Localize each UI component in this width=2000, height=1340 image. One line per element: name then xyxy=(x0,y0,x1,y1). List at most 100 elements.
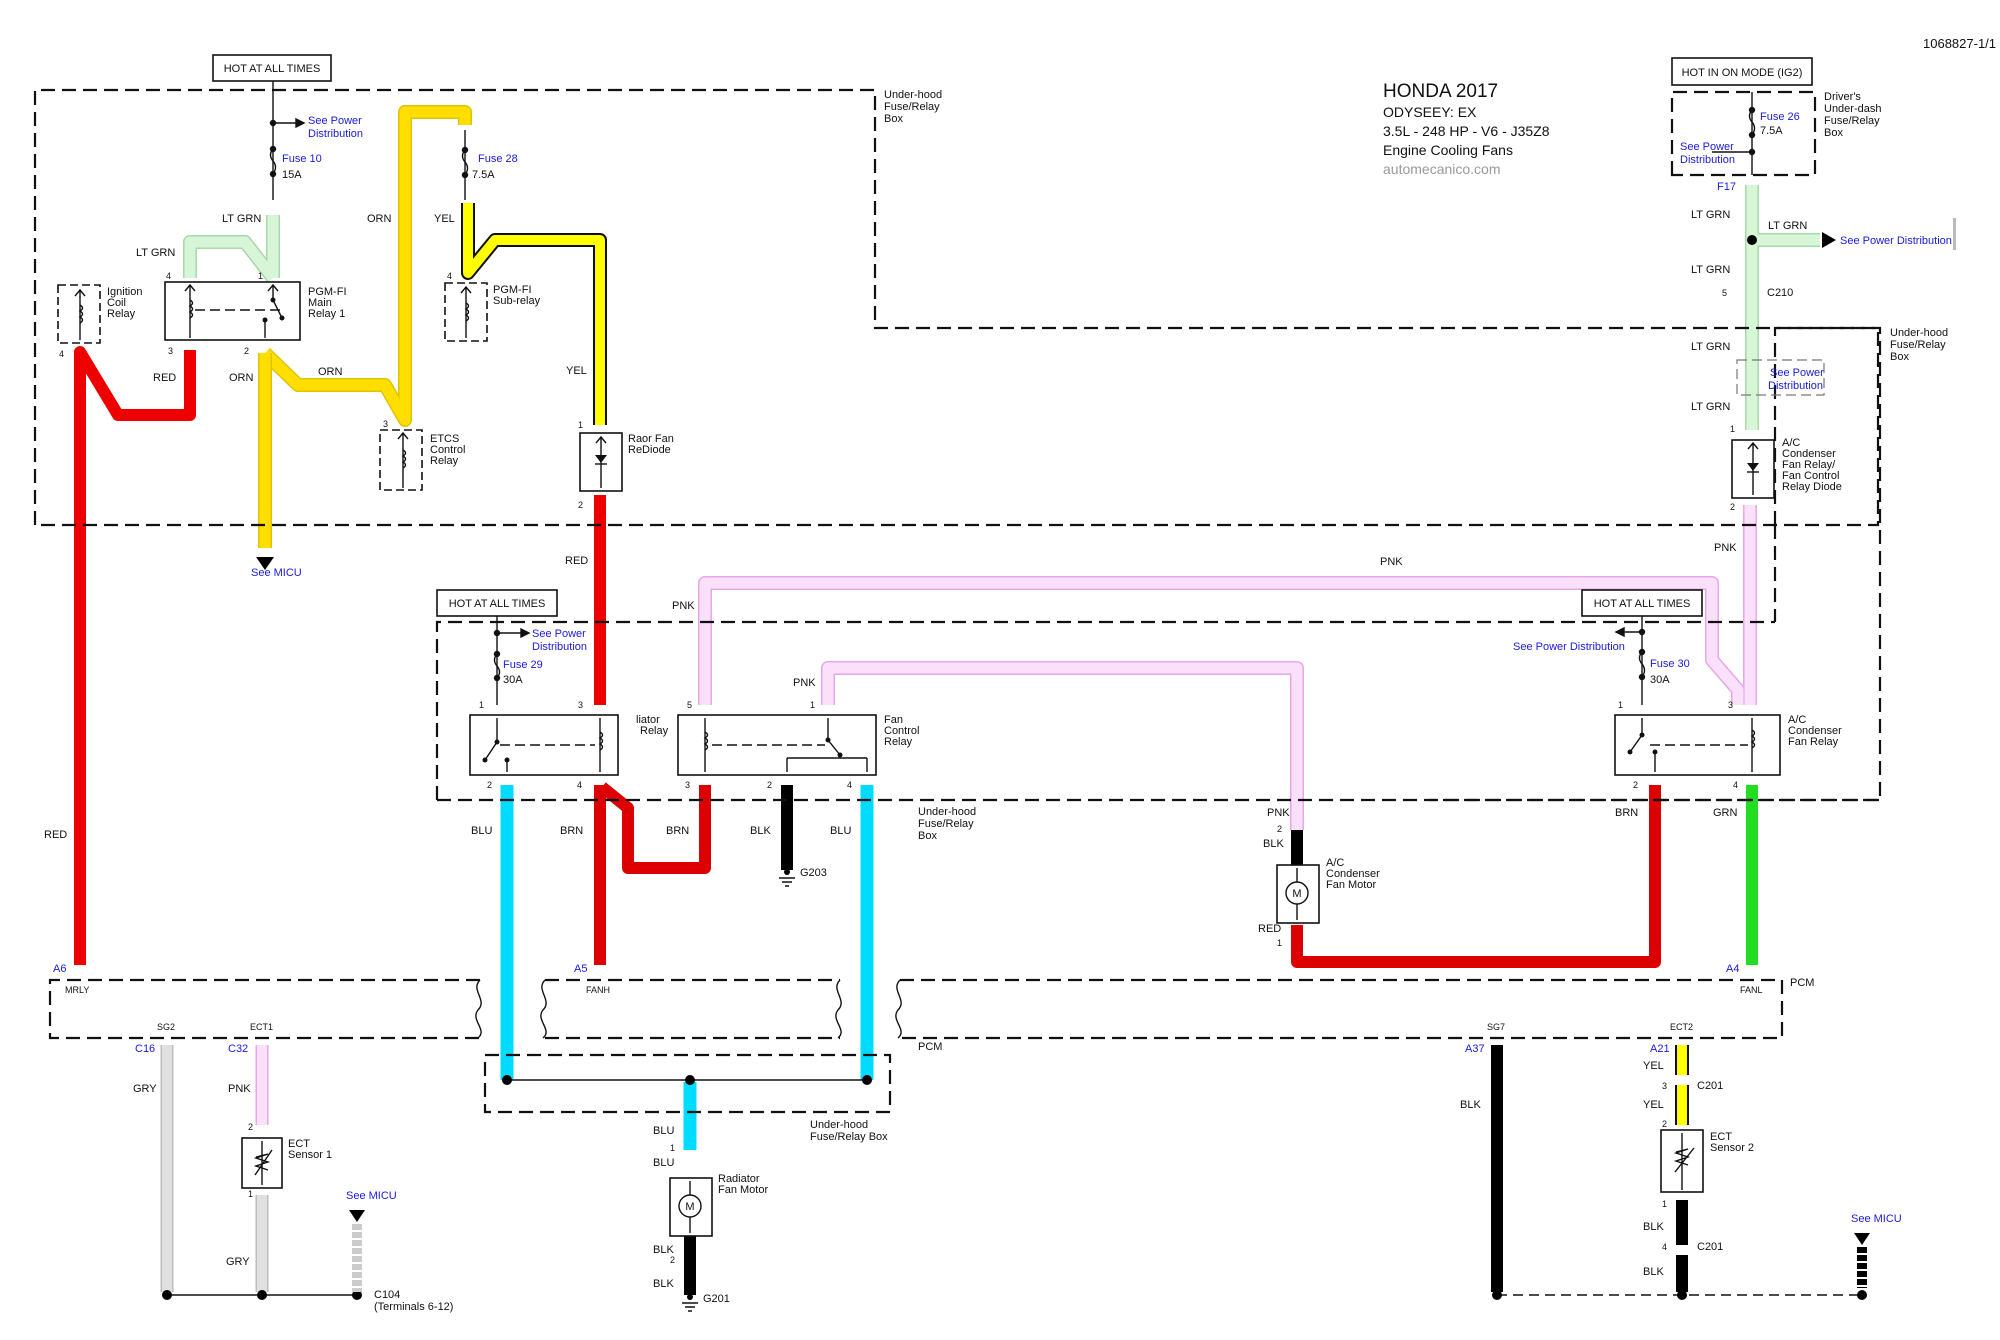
hot-at-all-times-box-2: HOT AT ALL TIMES xyxy=(436,589,558,617)
svg-text:G201: G201 xyxy=(703,1293,730,1305)
vehicle-make-year: HONDA 2017 xyxy=(1383,81,1498,102)
see-micu-arrow-icon-3 xyxy=(1854,1233,1870,1288)
svg-text:MRLY: MRLY xyxy=(65,985,89,995)
enclosure-underhood-2: Under-hood Fuse/Relay Box xyxy=(435,525,1880,842)
fuse-10-rating: 15A xyxy=(282,169,302,181)
svg-text:BLK: BLK xyxy=(750,825,771,837)
see-micu-arrow-icon-2 xyxy=(349,1210,365,1292)
svg-text:FANL: FANL xyxy=(1740,985,1763,995)
see-power-dist-dashbox xyxy=(1736,359,1825,396)
svg-text:1: 1 xyxy=(578,420,583,430)
see-power-distribution-link-3[interactable]: See Power Distribution xyxy=(1513,641,1625,653)
see-power-distribution-link-5[interactable]: See Power Distribution xyxy=(1840,235,1952,247)
svg-text:4: 4 xyxy=(847,780,852,790)
svg-text:5: 5 xyxy=(687,700,692,710)
wire-orn xyxy=(258,105,472,548)
ground-g201-icon xyxy=(682,1294,698,1312)
svg-text:Under-hood: Under-hood xyxy=(884,89,942,101)
svg-text:SG7: SG7 xyxy=(1487,1022,1505,1032)
arrow-right-icon xyxy=(1822,232,1836,248)
svg-text:BLK: BLK xyxy=(1263,838,1284,850)
fuse-30-rating: 30A xyxy=(1650,674,1670,686)
svg-text:2: 2 xyxy=(767,780,772,790)
svg-text:YEL: YEL xyxy=(566,365,587,377)
svg-text:HOT IN ON MODE (IG2): HOT IN ON MODE (IG2) xyxy=(1682,67,1803,79)
fuse-30-icon xyxy=(1638,651,1646,678)
svg-text:BLU: BLU xyxy=(653,1125,674,1137)
svg-text:GRY: GRY xyxy=(226,1256,250,1268)
svg-text:2: 2 xyxy=(1662,1119,1667,1129)
svg-text:YEL: YEL xyxy=(1643,1099,1664,1111)
svg-text:RED: RED xyxy=(44,829,67,841)
svg-text:Box: Box xyxy=(918,830,937,842)
wire-lt-grn-main xyxy=(183,215,280,283)
svg-text:Box: Box xyxy=(1890,351,1909,363)
svg-text:3: 3 xyxy=(1662,1081,1667,1091)
motor-icon: M xyxy=(685,1201,694,1213)
svg-text:Box: Box xyxy=(1824,127,1843,139)
svg-text:PNK: PNK xyxy=(1380,556,1403,568)
svg-text:C201: C201 xyxy=(1697,1241,1723,1253)
svg-text:1: 1 xyxy=(1618,700,1623,710)
svg-text:1: 1 xyxy=(479,700,484,710)
svg-text:BRN: BRN xyxy=(1615,807,1638,819)
svg-text:BLK: BLK xyxy=(653,1278,674,1290)
svg-text:LT GRN: LT GRN xyxy=(222,213,261,225)
svg-text:Box: Box xyxy=(884,113,903,125)
svg-text:ORN: ORN xyxy=(367,213,392,225)
svg-text:2: 2 xyxy=(248,1122,253,1132)
watermark: automecanico.com xyxy=(1383,161,1501,177)
scroll-marker xyxy=(1953,218,1956,250)
enclosure-pcm: PCM PCM xyxy=(48,977,1814,1053)
see-micu-link-1[interactable]: See MICU xyxy=(251,567,302,579)
svg-text:5: 5 xyxy=(1722,288,1727,298)
svg-text:GRN: GRN xyxy=(1713,807,1738,819)
wire-red-mrly xyxy=(74,346,196,965)
wire-yel xyxy=(461,203,607,425)
ground-bus-bottom xyxy=(162,1075,1867,1300)
svg-text:1: 1 xyxy=(810,700,815,710)
fuse-10-label: Fuse 10 xyxy=(282,153,322,165)
svg-text:BLU: BLU xyxy=(830,825,851,837)
document-id: 1068827-1/1 xyxy=(1923,36,1996,51)
svg-text:Fuse/Relay: Fuse/Relay xyxy=(884,101,940,113)
svg-text:GRY: GRY xyxy=(133,1083,157,1095)
see-micu-link-2[interactable]: See MICU xyxy=(346,1190,397,1202)
svg-text:BLK: BLK xyxy=(1643,1221,1664,1233)
see-micu-link-3[interactable]: See MICU xyxy=(1851,1213,1902,1225)
svg-text:HOT AT ALL TIMES: HOT AT ALL TIMES xyxy=(449,598,546,610)
fuse-10-circuit xyxy=(269,81,306,200)
svg-text:1: 1 xyxy=(1277,938,1282,948)
fuse-29-rating: 30A xyxy=(503,674,523,686)
svg-text:A21: A21 xyxy=(1650,1043,1670,1055)
svg-text:PNK: PNK xyxy=(228,1083,251,1095)
fuse-29-icon xyxy=(493,653,501,679)
svg-text:HOT AT ALL TIMES: HOT AT ALL TIMES xyxy=(1594,598,1691,610)
svg-text:A4: A4 xyxy=(1726,963,1739,975)
svg-text:PCM: PCM xyxy=(918,1041,942,1053)
svg-text:BLU: BLU xyxy=(653,1157,674,1169)
svg-text:C201: C201 xyxy=(1697,1080,1723,1092)
enclosure-underhood-bottom: Under-hood Fuse/Relay Box xyxy=(483,1053,892,1143)
svg-text:3: 3 xyxy=(383,419,388,429)
